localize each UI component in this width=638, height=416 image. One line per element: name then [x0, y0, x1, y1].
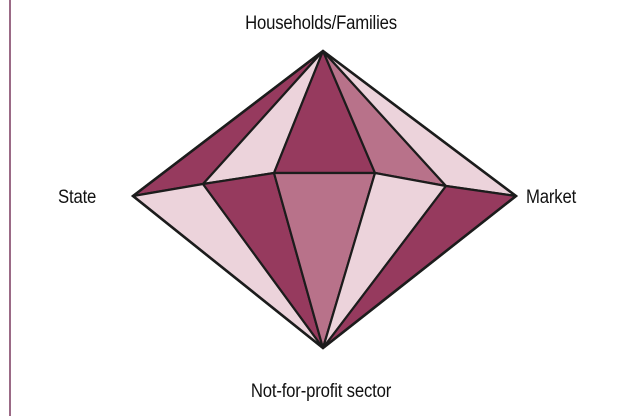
label-households-families: Households/Families	[245, 13, 397, 34]
left-margin-rule	[9, 0, 11, 416]
diamond-outline	[130, 49, 519, 350]
label-not-for-profit-sector: Not-for-profit sector	[250, 381, 392, 402]
label-state: State	[58, 187, 97, 208]
label-market: Market	[526, 187, 577, 208]
